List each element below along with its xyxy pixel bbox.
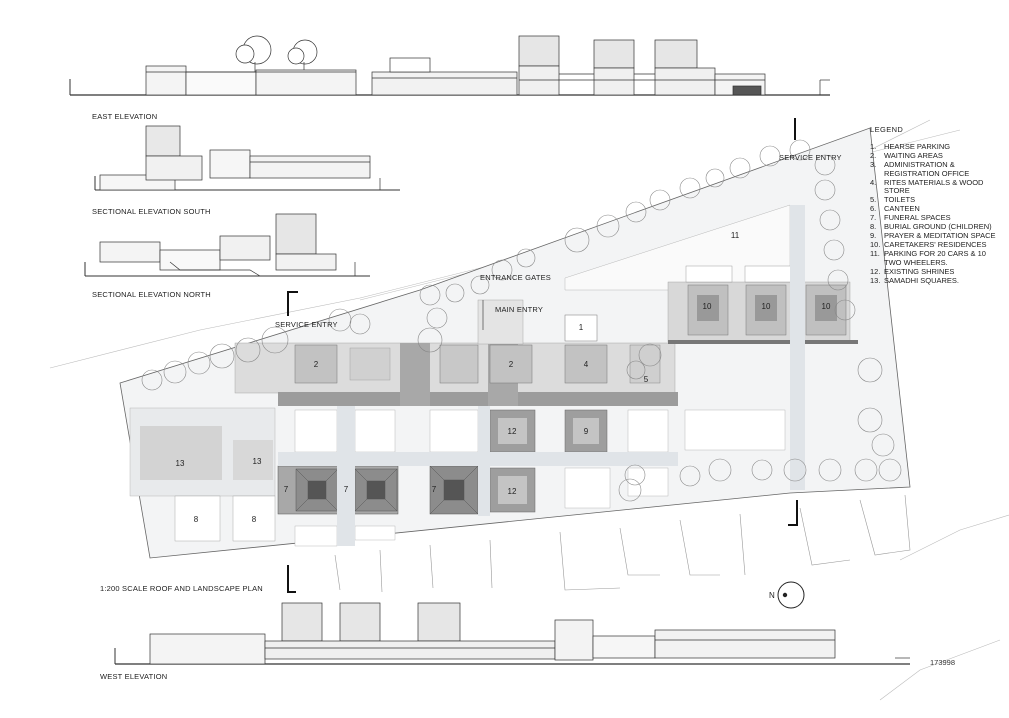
zone-7b-label: 7: [344, 485, 349, 494]
legend-item: 13.SAMADHI SQUARES.: [870, 275, 960, 285]
south-parcels: [334, 494, 911, 593]
trees: [141, 139, 902, 502]
zone-12b-label: 12: [508, 487, 517, 496]
legend-item: 7.FUNERAL SPACES: [870, 213, 951, 223]
section-south-drawing: [94, 125, 400, 191]
legend-item: 8.BURIAL GROUND (CHILDREN): [870, 222, 992, 232]
section-south-label: SECTIONAL ELEVATION SOUTH: [92, 207, 211, 216]
zone-11-label: 11: [731, 231, 740, 240]
service-entry-right-label: SERVICE ENTRY: [779, 153, 842, 162]
legend-item: 5.TOILETS: [870, 195, 916, 205]
zone-12a-label: 12: [508, 427, 517, 436]
site-plan: 1 2 2 4 5 7 7 7 8 8 9 10 10 10 11 12 12 …: [49, 118, 1009, 701]
zone-2a-label: 2: [314, 360, 319, 369]
service-entry-left-label: SERVICE ENTRY: [275, 320, 338, 329]
zone-4-label: 4: [584, 360, 589, 369]
legend-item: 2.WAITING AREAS: [870, 150, 943, 160]
zone-7a-label: 7: [284, 485, 289, 494]
plate-number: 173998: [930, 658, 956, 667]
west-elevation-label: WEST ELEVATION: [100, 672, 168, 681]
section-north-drawing: [84, 213, 370, 277]
east-elevation-label: EAST ELEVATION: [92, 112, 158, 121]
zone-8b-label: 8: [252, 515, 257, 524]
north-label: N: [769, 591, 775, 600]
legend-item: 1.HEARSE PARKING: [870, 141, 951, 151]
legend-title: LEGEND: [870, 125, 904, 134]
zone-9-label: 9: [584, 427, 589, 436]
plan-caption: 1:200 SCALE ROOF AND LANDSCAPE PLAN: [100, 584, 263, 593]
west-elevation-drawing: [114, 602, 910, 665]
legend-item: 10.CARETAKERS' RESIDENCES: [870, 239, 987, 249]
legend-list: 1.HEARSE PARKING 2.WAITING AREAS 3.ADMIN…: [870, 141, 1005, 286]
zone-13b-label: 13: [253, 457, 262, 466]
zone-10b-label: 10: [762, 302, 771, 311]
legend-item: 6.CANTEEN: [870, 204, 920, 214]
zone-13a-label: 13: [176, 459, 185, 468]
main-entry-label: MAIN ENTRY: [495, 305, 544, 314]
zone-1-label: 1: [579, 323, 584, 332]
zone-7c-label: 7: [432, 485, 437, 494]
zone-2b-label: 2: [509, 360, 514, 369]
east-elevation-drawing: [69, 35, 830, 96]
section-north-label: SECTIONAL ELEVATION NORTH: [92, 290, 211, 299]
entrance-gates-label: ENTRANCE GATES: [480, 273, 552, 282]
legend: LEGEND 1.HEARSE PARKING 2.WAITING AREAS …: [870, 125, 1005, 286]
legend-item: 3.ADMINISTRATION & REGISTRATION OFFICE: [870, 159, 970, 178]
zone-8a-label: 8: [194, 515, 199, 524]
zone-10c-label: 10: [822, 302, 831, 311]
zone-10a-label: 10: [703, 302, 712, 311]
north-arrow-icon: [777, 581, 805, 609]
legend-item: 11.PARKING FOR 20 CARS & 10 TWO WHEELERS…: [870, 248, 986, 267]
legend-item: 9.PRAYER & MEDITATION SPACE: [870, 230, 996, 240]
legend-item: 4.RITES MATERIALS & WOOD STORE: [870, 177, 984, 196]
zone-5-label: 5: [644, 375, 649, 384]
legend-item: 12.EXISTING SHRINES: [870, 266, 955, 276]
